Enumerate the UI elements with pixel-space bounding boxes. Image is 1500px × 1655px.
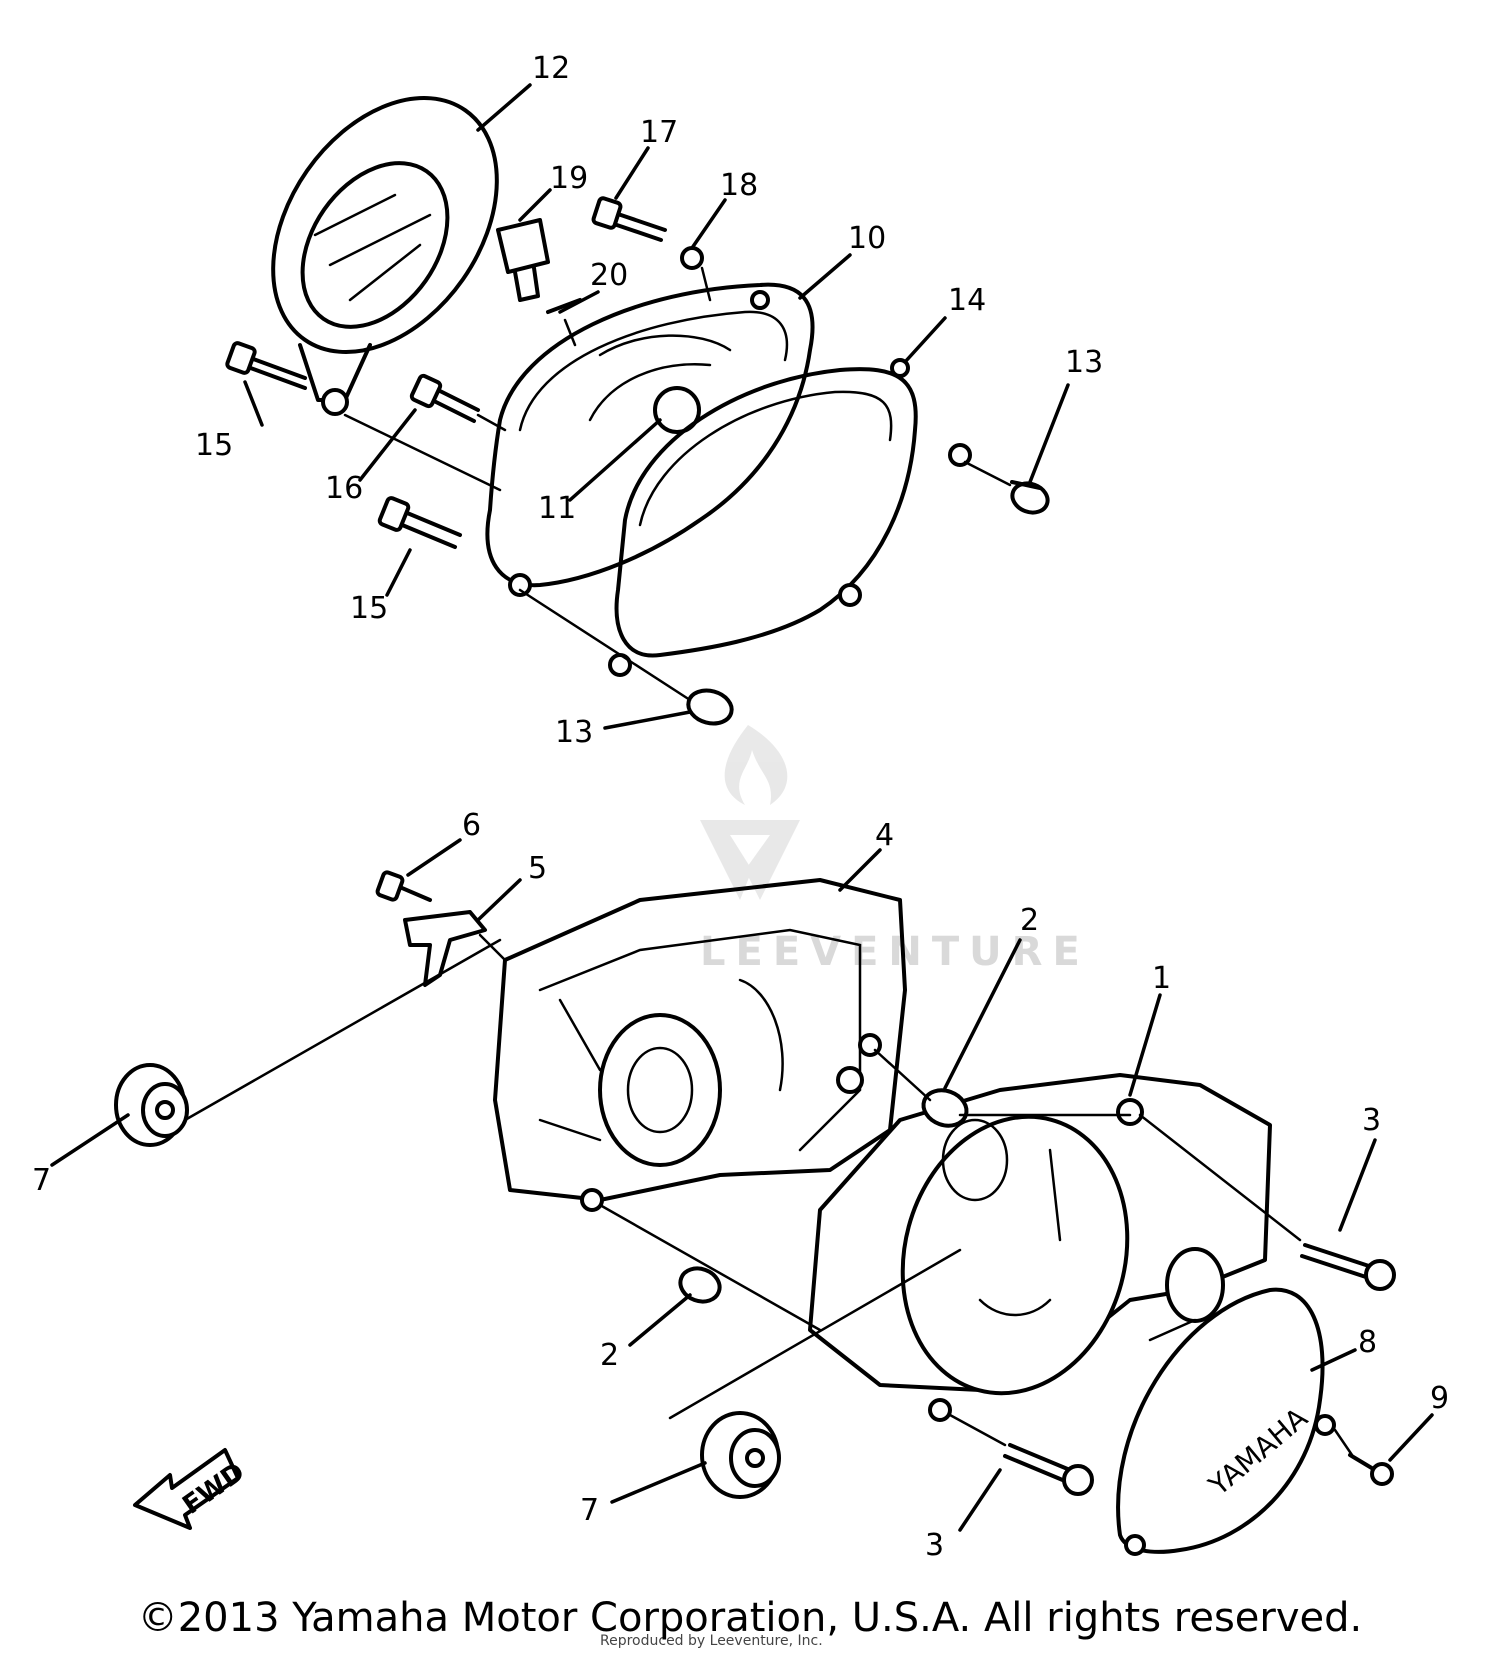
part-7-mount-left <box>114 1063 189 1147</box>
callouts-upper: 12 17 19 18 10 20 14 13 15 16 11 15 13 <box>195 51 1103 750</box>
part-19-fitting <box>496 218 550 302</box>
callout-10: 10 <box>848 221 886 256</box>
callout-19: 19 <box>550 161 588 196</box>
callout-3a: 3 <box>1362 1103 1381 1138</box>
callout-7b: 7 <box>580 1493 599 1528</box>
callout-18: 18 <box>720 168 758 203</box>
callout-1: 1 <box>1152 961 1171 996</box>
callout-13b: 13 <box>555 715 593 750</box>
callout-14: 14 <box>948 283 986 318</box>
assembly-lines-upper <box>343 266 1012 702</box>
part-12-shroud <box>271 96 499 416</box>
part-17-bolt <box>591 196 667 242</box>
part-7-mount-right <box>700 1411 781 1499</box>
part-13-dowel-upper <box>1010 480 1050 515</box>
part-18-washer <box>680 246 704 270</box>
callout-15a: 15 <box>195 428 233 463</box>
callout-7a: 7 <box>32 1163 51 1198</box>
callout-8: 8 <box>1358 1325 1377 1360</box>
callout-5: 5 <box>528 851 547 886</box>
watermark-text: LEEVENTURE <box>700 929 1090 975</box>
fwd-direction-arrow: FWD <box>133 1448 250 1530</box>
fwd-label: FWD <box>177 1457 250 1521</box>
part-15-bolt-lower <box>377 496 462 549</box>
part-3-bolt-lower <box>1003 1443 1094 1496</box>
callout-6: 6 <box>462 808 481 843</box>
callout-9: 9 <box>1430 1381 1449 1416</box>
callout-15b: 15 <box>350 591 388 626</box>
part-1-crankcase-right <box>808 1073 1272 1422</box>
callout-16: 16 <box>325 471 363 506</box>
part-3-bolt-right <box>1300 1243 1396 1291</box>
callout-3b: 3 <box>925 1528 944 1563</box>
cover-brand: YAMAHA <box>1202 1401 1314 1503</box>
part-16-bolt <box>409 373 480 423</box>
part-15-bolt-upper <box>225 341 307 390</box>
callout-2b: 2 <box>600 1338 619 1373</box>
part-8-cover: YAMAHA <box>1116 1287 1336 1556</box>
part-20-pin <box>546 298 582 314</box>
watermark-logo <box>700 725 800 900</box>
part-10-crankcase-cover <box>485 282 815 597</box>
callout-17: 17 <box>640 115 678 150</box>
part-6-bolt <box>375 870 432 902</box>
callout-20: 20 <box>590 258 628 293</box>
callout-4: 4 <box>875 818 894 853</box>
assembly-lines-lower <box>183 933 1354 1457</box>
part-14-gasket <box>608 358 972 677</box>
part-2-dowel-lower <box>678 1266 722 1304</box>
part-13-dowel-lower <box>686 688 734 726</box>
part-4-crankcase-left <box>493 878 907 1212</box>
reproduction-credit: Reproduced by Leeventure, Inc. <box>600 1633 823 1649</box>
callouts-lower: 6 5 4 2 1 3 7 2 8 9 7 3 <box>32 808 1449 1563</box>
part-9-screw <box>1348 1453 1394 1486</box>
part-5-bracket <box>403 910 487 987</box>
part-2-dowel-upper <box>921 1088 969 1128</box>
callout-12: 12 <box>532 51 570 86</box>
callout-2a: 2 <box>1020 903 1039 938</box>
callout-11: 11 <box>538 491 576 526</box>
callout-13a: 13 <box>1065 345 1103 380</box>
copyright-notice: ©2013 Yamaha Motor Corporation, U.S.A. A… <box>137 1595 1363 1641</box>
